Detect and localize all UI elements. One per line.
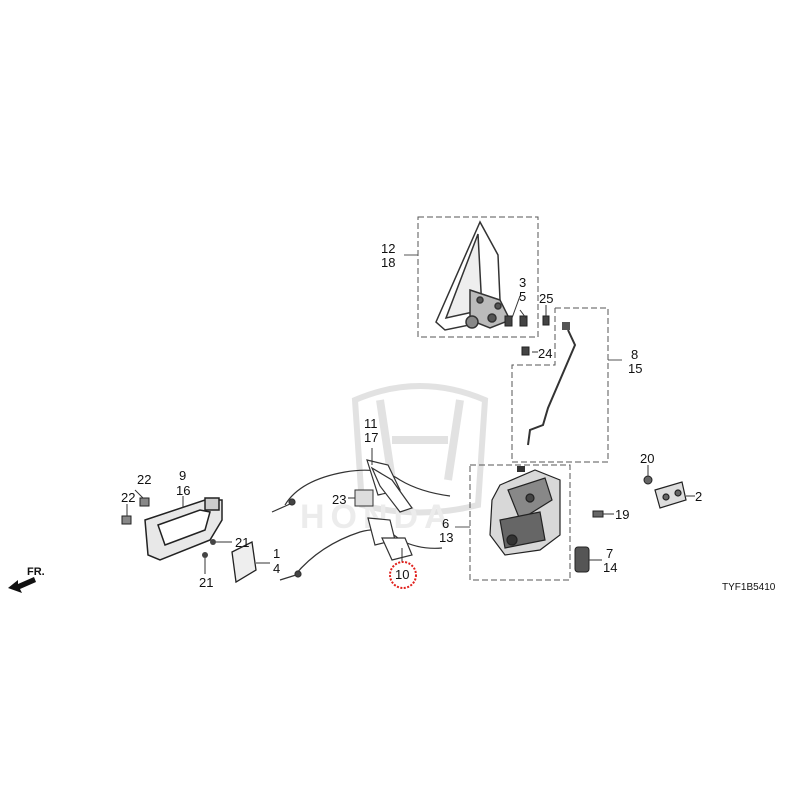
- cable-clip-part: [354, 489, 374, 507]
- front-direction-arrow: [8, 577, 36, 593]
- screw-part: [202, 552, 208, 558]
- callout-6[interactable]: 6: [442, 516, 450, 531]
- clip-part: [139, 497, 150, 507]
- callout-19[interactable]: 19: [615, 507, 630, 522]
- inner-handle-cable: [271, 459, 451, 513]
- screw-part: [210, 539, 216, 545]
- callout-9[interactable]: 9: [179, 468, 187, 483]
- callout-25[interactable]: 25: [539, 291, 554, 306]
- callout-13[interactable]: 13: [439, 530, 454, 545]
- callout-22-lower[interactable]: 22: [121, 490, 136, 505]
- latch-cover-part: [574, 546, 590, 573]
- callout-20[interactable]: 20: [640, 451, 655, 466]
- callout-21-lower[interactable]: 21: [199, 575, 214, 590]
- outer-handle-cable: [279, 517, 443, 581]
- callout-11[interactable]: 11: [364, 416, 378, 431]
- bolt-part: [643, 475, 653, 485]
- callout-23[interactable]: 23: [332, 492, 347, 507]
- callout-7[interactable]: 7: [606, 546, 614, 561]
- diagram-code: TYF1B5410: [722, 582, 776, 593]
- callout-10[interactable]: 10: [395, 567, 410, 582]
- lock-rod: [527, 329, 577, 446]
- callout-14[interactable]: 14: [603, 560, 618, 575]
- front-direction-label: FR.: [27, 566, 45, 578]
- bolt-part: [592, 510, 604, 518]
- callout-4[interactable]: 4: [273, 561, 281, 576]
- callout-15[interactable]: 15: [628, 361, 643, 376]
- callout-5[interactable]: 5: [519, 289, 527, 304]
- callout-16[interactable]: 16: [176, 483, 191, 498]
- callout-1[interactable]: 1: [273, 546, 281, 561]
- latch-group-box: [469, 464, 571, 581]
- callout-18[interactable]: 18: [381, 255, 396, 270]
- callout-8[interactable]: 8: [631, 347, 639, 362]
- callout-2[interactable]: 2: [695, 489, 703, 504]
- clip-part: [121, 515, 132, 525]
- callout-22-upper[interactable]: 22: [137, 472, 152, 487]
- door-latch-actuator: [489, 469, 561, 556]
- watermark-logo: HONDA: [300, 383, 489, 536]
- handle-cover-part: [231, 541, 257, 584]
- callout-12[interactable]: 12: [381, 241, 396, 256]
- upper-window-group-box: [417, 216, 539, 338]
- inner-door-handle: [144, 497, 223, 561]
- highlight-ring: [389, 561, 417, 589]
- door-striker: [654, 481, 687, 509]
- callout-3[interactable]: 3: [519, 275, 527, 290]
- rod-group-box: [511, 307, 609, 463]
- callout-17[interactable]: 17: [364, 430, 379, 445]
- callout-21-right[interactable]: 21: [235, 535, 250, 550]
- window-frame-part: [435, 220, 512, 331]
- callout-24[interactable]: 24: [538, 346, 553, 361]
